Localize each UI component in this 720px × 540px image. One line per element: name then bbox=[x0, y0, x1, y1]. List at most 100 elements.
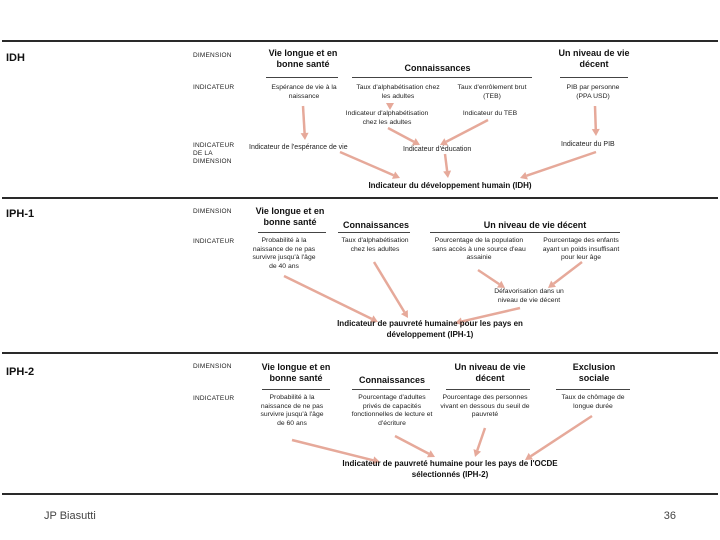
row-label-indicator: INDICATEUR bbox=[193, 238, 235, 245]
iph2-dim-exclusion-rule bbox=[556, 389, 630, 390]
iph1-dim-living: Un niveau de vie décent bbox=[483, 220, 587, 230]
iph1-arrow-deprivation-shaft bbox=[461, 306, 521, 323]
iph1-arrow-underweight bbox=[548, 261, 583, 288]
idh-dim-living: Un niveau de vie décent bbox=[558, 48, 630, 69]
idh-dimind-education: Indicateur d'éducation bbox=[403, 146, 472, 153]
iph1-ind-water: Pourcentage de la population sans accès … bbox=[432, 237, 526, 261]
section-title-idh: IDH bbox=[6, 52, 25, 64]
iph1-dim-health-rule bbox=[258, 232, 326, 233]
iph2-dim-knowledge-rule bbox=[352, 389, 430, 390]
iph2-ind-poverty-line: Pourcentage des personnes vivant en dess… bbox=[440, 394, 530, 418]
iph2-ind-unemployment: Taux de chômage de longue durée bbox=[561, 394, 625, 410]
idh-ind-literacy: Taux d'alphabétisation chez les adultes bbox=[356, 84, 440, 100]
iph2-arrow-illiteracy-head bbox=[426, 450, 435, 458]
idh-dim-living-rule bbox=[560, 77, 628, 78]
iph1-arrow-literacy-shaft bbox=[372, 261, 406, 313]
iph1-result: Indicateur de pauvreté humaine pour les … bbox=[337, 319, 523, 339]
iph1-ind-survival-40: Probabilité à la naissance de ne pas sur… bbox=[252, 237, 316, 270]
idh-arrow-gdp-head bbox=[591, 128, 600, 136]
idh-arrow-life bbox=[300, 105, 309, 140]
iph1-arrow-water-shaft bbox=[477, 268, 500, 286]
rule-idh-iph1 bbox=[2, 197, 718, 199]
iph2-ind-illiteracy: Pourcentage d'adultes privés de capacité… bbox=[351, 394, 433, 427]
idh-dim-health: Vie longue et en bonne santé bbox=[268, 48, 338, 69]
row-label-dimension: DIMENSION bbox=[193, 52, 232, 59]
idh-sub-teb-indicator: Indicateur du TEB bbox=[462, 110, 518, 117]
iph2-arrow-poverty-shaft bbox=[476, 427, 487, 451]
iph1-sub-deprivation: Défavorisation dans un niveau de vie déc… bbox=[494, 288, 564, 304]
iph2-arrow-survival bbox=[291, 438, 380, 465]
iph2-dim-health: Vie longue et en bonne santé bbox=[261, 362, 331, 383]
iph1-dim-health: Vie longue et en bonne santé bbox=[255, 206, 325, 227]
idh-arrow-literacy-head bbox=[411, 138, 420, 146]
iph1-arrow-water-head bbox=[496, 280, 505, 288]
idh-dim-knowledge-rule bbox=[352, 77, 532, 78]
idh-arrow-literacy-shaft bbox=[387, 126, 415, 143]
idh-arrow-teb bbox=[440, 118, 489, 146]
iph1-arrow-underweight-shaft bbox=[552, 261, 583, 285]
iph2-arrow-survival-shaft bbox=[291, 438, 374, 462]
idh-arrow-life-to-idh-shaft bbox=[339, 150, 395, 177]
idh-arrow-life-to-idh bbox=[339, 150, 400, 179]
iph1-arrow-literacy-head bbox=[400, 309, 408, 318]
idh-arrow-gdp-to-idh bbox=[520, 150, 597, 180]
iph1-dim-knowledge-rule bbox=[338, 232, 410, 233]
iph2-dim-health-rule bbox=[262, 389, 330, 390]
iph1-arrow-deprivation bbox=[455, 306, 521, 326]
iph2-ind-survival-60: Probabilité à la naissance de ne pas sur… bbox=[260, 394, 324, 427]
idh-arrow-edu-to-idh-head bbox=[443, 170, 452, 178]
row-label-dimension-indicator: INDICATEUR DE LA DIMENSION bbox=[193, 142, 235, 165]
iph1-dim-knowledge: Connaissances bbox=[342, 220, 410, 230]
idh-sub-literacy-indicator: Indicateur d'alphabétisation chez les ad… bbox=[345, 110, 429, 126]
idh-arrow-gdp-to-idh-shaft bbox=[526, 150, 597, 177]
iph2-arrow-illiteracy bbox=[394, 434, 435, 458]
idh-arrow-edu-to-idh bbox=[443, 153, 452, 178]
iph2-dim-knowledge: Connaissances bbox=[358, 375, 426, 385]
iph2-result: Indicateur de pauvreté humaine pour les … bbox=[342, 459, 558, 479]
iph1-arrow-survival-head bbox=[369, 315, 378, 323]
iph2-arrow-illiteracy-shaft bbox=[394, 434, 430, 455]
iph2-arrow-unemployment-head bbox=[525, 452, 534, 460]
iph1-arrow-water bbox=[477, 268, 505, 288]
idh-ind-gross-enrolment: Taux d'enrôlement brut (TEB) bbox=[457, 84, 527, 100]
idh-ind-gdp: PIB par personne (PPA USD) bbox=[566, 84, 620, 100]
row-label-dimension: DIMENSION bbox=[193, 208, 232, 215]
rule-bottom bbox=[2, 493, 718, 495]
iph2-dim-living-rule bbox=[446, 389, 530, 390]
idh-arrow-literacy-sub-head bbox=[386, 103, 394, 110]
section-title-iph2: IPH-2 bbox=[6, 366, 35, 378]
idh-arrow-life-to-idh-head bbox=[391, 171, 400, 179]
iph2-dim-exclusion: Exclusion sociale bbox=[572, 362, 616, 383]
idh-arrow-gdp bbox=[591, 105, 600, 136]
idh-arrow-literacy-sub bbox=[386, 103, 394, 110]
rule-iph1-iph2 bbox=[2, 352, 718, 354]
iph2-dim-living: Un niveau de vie décent bbox=[454, 362, 526, 383]
idh-ind-life-expectancy: Espérance de vie à la naissance bbox=[271, 84, 337, 100]
idh-dimind-gdp: Indicateur du PIB bbox=[561, 141, 615, 148]
idh-arrow-edu-to-idh-shaft bbox=[443, 153, 449, 172]
row-label-dimension: DIMENSION bbox=[193, 363, 232, 370]
iph2-arrow-unemployment-shaft bbox=[530, 414, 593, 458]
idh-dim-health-rule bbox=[266, 77, 338, 78]
iph2-arrow-unemployment bbox=[525, 414, 593, 460]
rule-top bbox=[2, 40, 718, 42]
iph2-arrow-poverty-head bbox=[473, 449, 482, 457]
iph1-arrow-deprivation-head bbox=[455, 317, 463, 326]
row-label-indicator: INDICATEUR bbox=[193, 84, 235, 91]
iph1-dim-living-rule bbox=[430, 232, 620, 233]
idh-arrow-gdp-to-idh-head bbox=[520, 171, 528, 180]
idh-dimind-life: Indicateur de l'espérance de vie bbox=[249, 144, 348, 151]
idh-result: Indicateur du développement humain (IDH) bbox=[368, 181, 532, 190]
iph1-arrow-survival-shaft bbox=[283, 274, 373, 321]
idh-arrow-teb-shaft bbox=[445, 118, 489, 143]
idh-arrow-literacy bbox=[387, 126, 420, 146]
idh-arrow-teb-head bbox=[440, 138, 449, 146]
row-label-indicator: INDICATEUR bbox=[193, 395, 235, 402]
iph1-ind-literacy: Taux d'alphabétisation chez les adultes bbox=[341, 237, 409, 253]
iph1-arrow-underweight-head bbox=[548, 280, 556, 288]
iph2-arrow-survival-head bbox=[372, 456, 380, 465]
iph1-arrow-survival bbox=[283, 274, 378, 323]
section-title-iph1: IPH-1 bbox=[6, 208, 35, 220]
